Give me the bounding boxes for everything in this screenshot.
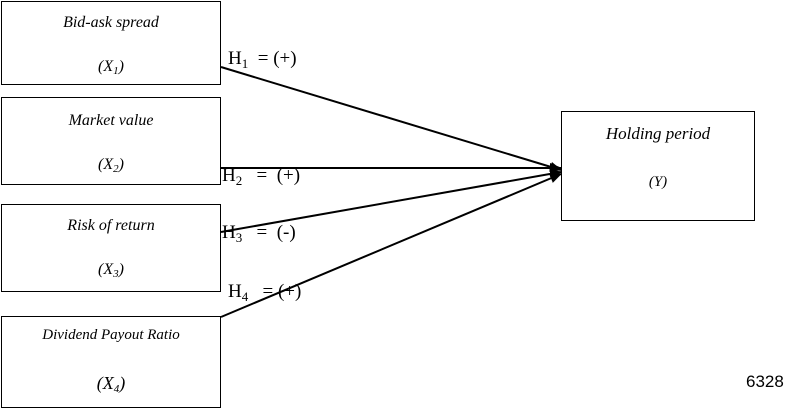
hypothesis-h3: H3 = (-)	[222, 222, 296, 246]
hypothesis-h1-subscript: 1	[241, 56, 249, 71]
hypothesis-h3-subscript: 3	[235, 230, 243, 245]
variable-box-x3: Risk of return (X3)	[1, 204, 221, 292]
variable-symbol-x2: (X2)	[98, 156, 124, 175]
variable-name-x2: Market value	[68, 112, 154, 129]
symbol-x4: X	[102, 373, 114, 393]
hypothesis-h3-label: H	[222, 222, 236, 243]
symbol-x1: X	[103, 58, 114, 75]
hypothesis-h4-subscript: 4	[241, 289, 249, 304]
hypothesis-h4: H4 = (+)	[228, 281, 301, 305]
variable-name-x1: Bid-ask spread	[63, 14, 159, 31]
hypothesis-h4-sign: = (+)	[262, 281, 302, 302]
hypothesis-h4-label: H	[228, 281, 242, 302]
variable-box-x1: Bid-ask spread (X1)	[1, 1, 221, 85]
hypothesis-h1: H1 = (+)	[228, 48, 297, 72]
hypothesis-h2: H2 = (+)	[222, 165, 300, 189]
subscript-x3: 3	[113, 268, 119, 280]
subscript-x2: 2	[113, 163, 119, 175]
dependent-variable-name: Holding period	[605, 124, 711, 143]
hypothesis-h2-sign: = (+)	[256, 165, 301, 186]
hypothesis-h2-subscript: 2	[235, 173, 243, 188]
variable-box-x2: Market value (X2)	[1, 97, 221, 185]
variable-name-x4: Dividend Payout Ratio	[42, 327, 180, 343]
variable-name-x3: Risk of return	[67, 217, 155, 234]
dependent-variable-box: Holding period (Y)	[561, 111, 755, 221]
variable-box-x4: Dividend Payout Ratio (X4)	[1, 316, 221, 408]
symbol-x2: X	[103, 156, 114, 173]
hypothesis-h3-sign: = (-)	[256, 222, 296, 243]
hypothesis-h1-sign: = (+)	[257, 48, 297, 69]
subscript-x4: 4	[113, 383, 120, 395]
arrow-x3-to-y	[220, 168, 562, 233]
dependent-variable-symbol: (Y)	[648, 174, 668, 190]
hypothesis-h1-label: H	[228, 48, 242, 69]
arrow-x1-to-y	[220, 66, 562, 172]
variable-symbol-x1: (X1)	[98, 58, 124, 77]
subscript-x1: 1	[113, 65, 119, 77]
page-number: 6328	[746, 372, 784, 391]
hypothesis-h2-label: H	[222, 165, 236, 186]
arrow-x4-to-y	[220, 173, 562, 318]
variable-symbol-x4: (X4)	[96, 373, 126, 395]
symbol-x3: X	[103, 261, 114, 278]
variable-symbol-x3: (X3)	[98, 261, 124, 280]
